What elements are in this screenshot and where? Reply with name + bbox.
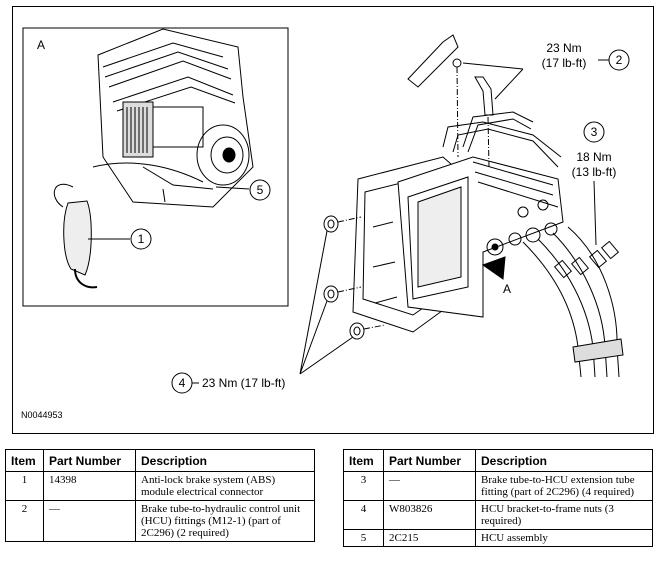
part-number-cell: — bbox=[383, 471, 476, 501]
view-arrow-icon bbox=[481, 256, 506, 280]
inset-hcu-assembly bbox=[53, 28, 254, 289]
item-cell: 4 bbox=[343, 500, 384, 530]
inset-letter: A bbox=[37, 38, 45, 52]
col-part-number: Part Number bbox=[383, 449, 476, 472]
torque-3-nm: 18 Nm bbox=[576, 150, 611, 164]
main-hcu-assembly bbox=[397, 111, 564, 318]
part-number-cell: 14398 bbox=[43, 471, 136, 501]
brake-tubes bbox=[522, 226, 624, 378]
callout-3: 3 bbox=[591, 125, 598, 139]
part-number-cell: — bbox=[43, 500, 136, 542]
callout-4: 4 bbox=[179, 376, 186, 390]
item-cell: 3 bbox=[343, 471, 384, 501]
view-letter: A bbox=[503, 282, 511, 296]
callout-3-circle bbox=[583, 121, 605, 143]
torque-3-lbft: (13 lb-ft) bbox=[572, 165, 617, 179]
col-part-number: Part Number bbox=[43, 449, 136, 472]
part-number-cell: W803826 bbox=[383, 500, 476, 530]
description-cell: Brake tube-to-hydraulic control unit (HC… bbox=[135, 500, 315, 542]
parts-table-left: Item Part Number Description 1 14398 Ant… bbox=[5, 449, 315, 542]
col-item: Item bbox=[5, 449, 44, 472]
callout-2-circle bbox=[608, 49, 630, 71]
callout-5: 5 bbox=[257, 183, 264, 197]
callout-1: 1 bbox=[138, 232, 145, 246]
item-cell: 2 bbox=[5, 500, 44, 542]
torque-4: 23 Nm (17 lb-ft) bbox=[202, 376, 285, 390]
table-row: 2 — Brake tube-to-hydraulic control unit… bbox=[5, 500, 315, 542]
item-cell: 5 bbox=[343, 529, 384, 547]
table-row: 1 14398 Anti-lock brake system (ABS) mod… bbox=[5, 471, 315, 501]
illustration-frame: A 1 5 bbox=[12, 6, 654, 434]
table-row: 5 2C215 HCU assembly bbox=[343, 529, 653, 547]
table-row: 4 W803826 HCU bracket-to-frame nuts (3 r… bbox=[343, 500, 653, 530]
parts-table-right: Item Part Number Description 3 — Brake t… bbox=[343, 449, 653, 547]
callout-2: 2 bbox=[616, 53, 623, 67]
torque-2-nm: 23 Nm bbox=[546, 41, 581, 55]
bracket-nuts bbox=[323, 215, 386, 340]
callout-5-circle bbox=[249, 179, 271, 201]
hcu-exploded-diagram: A 1 5 bbox=[21, 27, 630, 420]
col-item: Item bbox=[343, 449, 384, 472]
description-cell: HCU assembly bbox=[475, 529, 653, 547]
figure-code: N0044953 bbox=[21, 410, 63, 420]
col-description: Description bbox=[135, 449, 315, 472]
item-cell: 1 bbox=[5, 471, 44, 501]
callout-1-circle bbox=[130, 228, 152, 250]
table-header-row: Item Part Number Description bbox=[343, 449, 653, 472]
col-description: Description bbox=[475, 449, 653, 472]
table-header-row: Item Part Number Description bbox=[5, 449, 315, 472]
part-number-cell: 2C215 bbox=[383, 529, 476, 547]
description-cell: Brake tube-to-HCU extension tube fitting… bbox=[475, 471, 653, 501]
upper-brake-tubes bbox=[407, 34, 494, 168]
description-cell: HCU bracket-to-frame nuts (3 required) bbox=[475, 500, 653, 530]
inset-box bbox=[22, 27, 289, 307]
torque-2-lbft: (17 lb-ft) bbox=[542, 56, 587, 70]
table-row: 3 — Brake tube-to-HCU extension tube fit… bbox=[343, 471, 653, 501]
description-cell: Anti-lock brake system (ABS) module elec… bbox=[135, 471, 315, 501]
